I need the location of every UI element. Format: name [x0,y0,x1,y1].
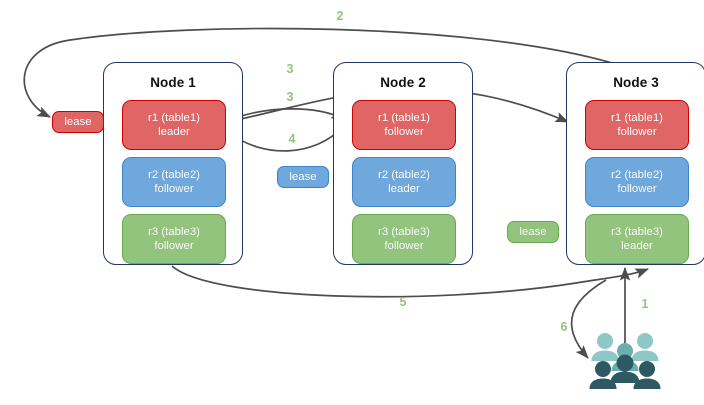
replica-role: follower [154,240,194,252]
replica-card[interactable]: r1 (table1) leader [122,100,226,150]
replica-name: r2 (table2) [148,168,200,181]
node-title: Node 3 [613,75,659,90]
lease-label: lease [289,171,317,183]
replica-name: r1 (table1) [611,111,663,124]
replica-role: follower [617,126,657,138]
step-label-3a: 3 [286,62,294,76]
replica-name: r3 (table3) [148,225,200,238]
replica-role: leader [158,126,190,138]
replica-card[interactable]: r2 (table2) follower [122,157,226,207]
replica-name: r2 (table2) [378,168,430,181]
replica-role: follower [617,183,657,195]
step-label-4: 4 [288,132,296,146]
replica-name: r1 (table1) [378,111,430,124]
step-label-2: 2 [336,9,344,23]
lease-badge-red[interactable]: lease [52,111,104,133]
replica-role: follower [384,240,424,252]
replica-card[interactable]: r3 (table3) leader [585,214,689,264]
node-title: Node 2 [380,75,426,90]
node-box-2[interactable]: Node 2 r1 (table1) follower r2 (table2) … [333,62,473,265]
edge-step-5 [171,265,649,298]
step-label-1: 1 [641,297,649,311]
lease-label: lease [519,226,547,238]
users-icon [589,333,661,389]
replica-card[interactable]: r3 (table3) follower [122,214,226,264]
lease-badge-blue[interactable]: lease [277,166,329,188]
replica-role: follower [154,183,194,195]
lease-label: lease [64,116,92,128]
replica-name: r3 (table3) [611,225,663,238]
replica-role: leader [621,240,653,252]
replica-role: follower [384,126,424,138]
replica-card[interactable]: r2 (table2) leader [352,157,456,207]
replica-name: r3 (table3) [378,225,430,238]
replica-name: r1 (table1) [148,111,200,124]
lease-badge-green[interactable]: lease [507,221,559,243]
step-label-5: 5 [399,295,407,309]
replica-card[interactable]: r3 (table3) follower [352,214,456,264]
node-box-1[interactable]: Node 1 r1 (table1) leader r2 (table2) fo… [103,62,243,265]
node-box-3[interactable]: Node 3 r1 (table1) follower r2 (table2) … [566,62,704,265]
replica-card[interactable]: r2 (table2) follower [585,157,689,207]
step-label-6: 6 [560,320,568,334]
replica-role: leader [388,183,420,195]
node-title: Node 1 [150,75,196,90]
step-label-3b: 3 [286,90,294,104]
replica-name: r2 (table2) [611,168,663,181]
replica-card[interactable]: r1 (table1) follower [585,100,689,150]
replica-card[interactable]: r1 (table1) follower [352,100,456,150]
